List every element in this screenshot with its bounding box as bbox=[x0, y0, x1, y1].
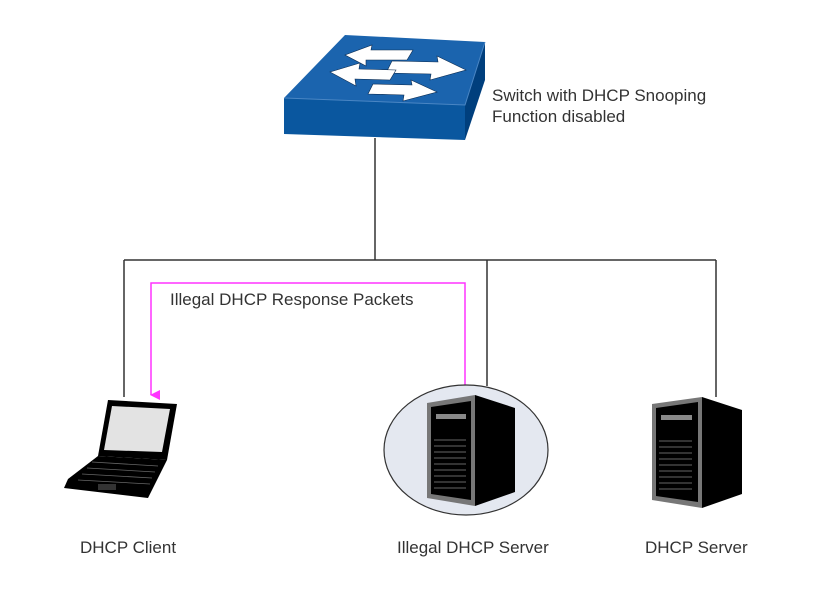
dhcp-client-label: DHCP Client bbox=[80, 537, 176, 558]
server-icon bbox=[427, 395, 515, 506]
packet-flow-label: Illegal DHCP Response Packets bbox=[170, 289, 413, 310]
illegal-dhcp-server-label: Illegal DHCP Server bbox=[397, 537, 549, 558]
switch-label-line1: Switch with DHCP Snooping bbox=[492, 85, 706, 106]
network-links bbox=[124, 138, 716, 397]
switch-label: Switch with DHCP Snooping Function disab… bbox=[492, 85, 706, 127]
network-switch-icon[interactable] bbox=[284, 35, 485, 140]
dhcp-server-icon[interactable] bbox=[652, 397, 742, 508]
laptop-icon[interactable] bbox=[64, 400, 177, 498]
dhcp-server-label: DHCP Server bbox=[645, 537, 748, 558]
switch-label-line2: Function disabled bbox=[492, 106, 706, 127]
illegal-dhcp-server-group[interactable] bbox=[384, 385, 548, 515]
